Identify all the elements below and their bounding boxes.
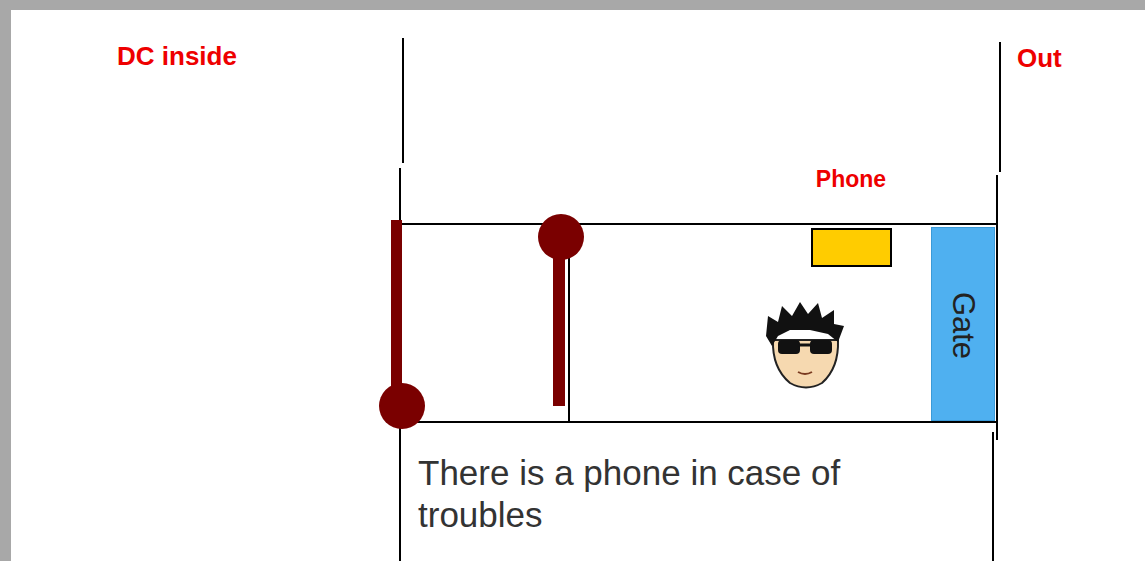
frame-left [0,0,11,561]
frame-top [0,0,1145,10]
text-label: DC inside [117,41,237,72]
text-label: Out [1017,43,1062,74]
phone-symbol [811,228,892,267]
text-label: There is a phone in case of troubles [418,452,958,536]
phone-box: Phone [771,166,931,268]
turnstile [379,214,584,429]
node-heading: Phone [771,166,931,194]
walls [400,38,1000,561]
gate-text: Gate [949,291,980,358]
person-icon [766,302,844,388]
gate-box: Gate [931,227,995,421]
